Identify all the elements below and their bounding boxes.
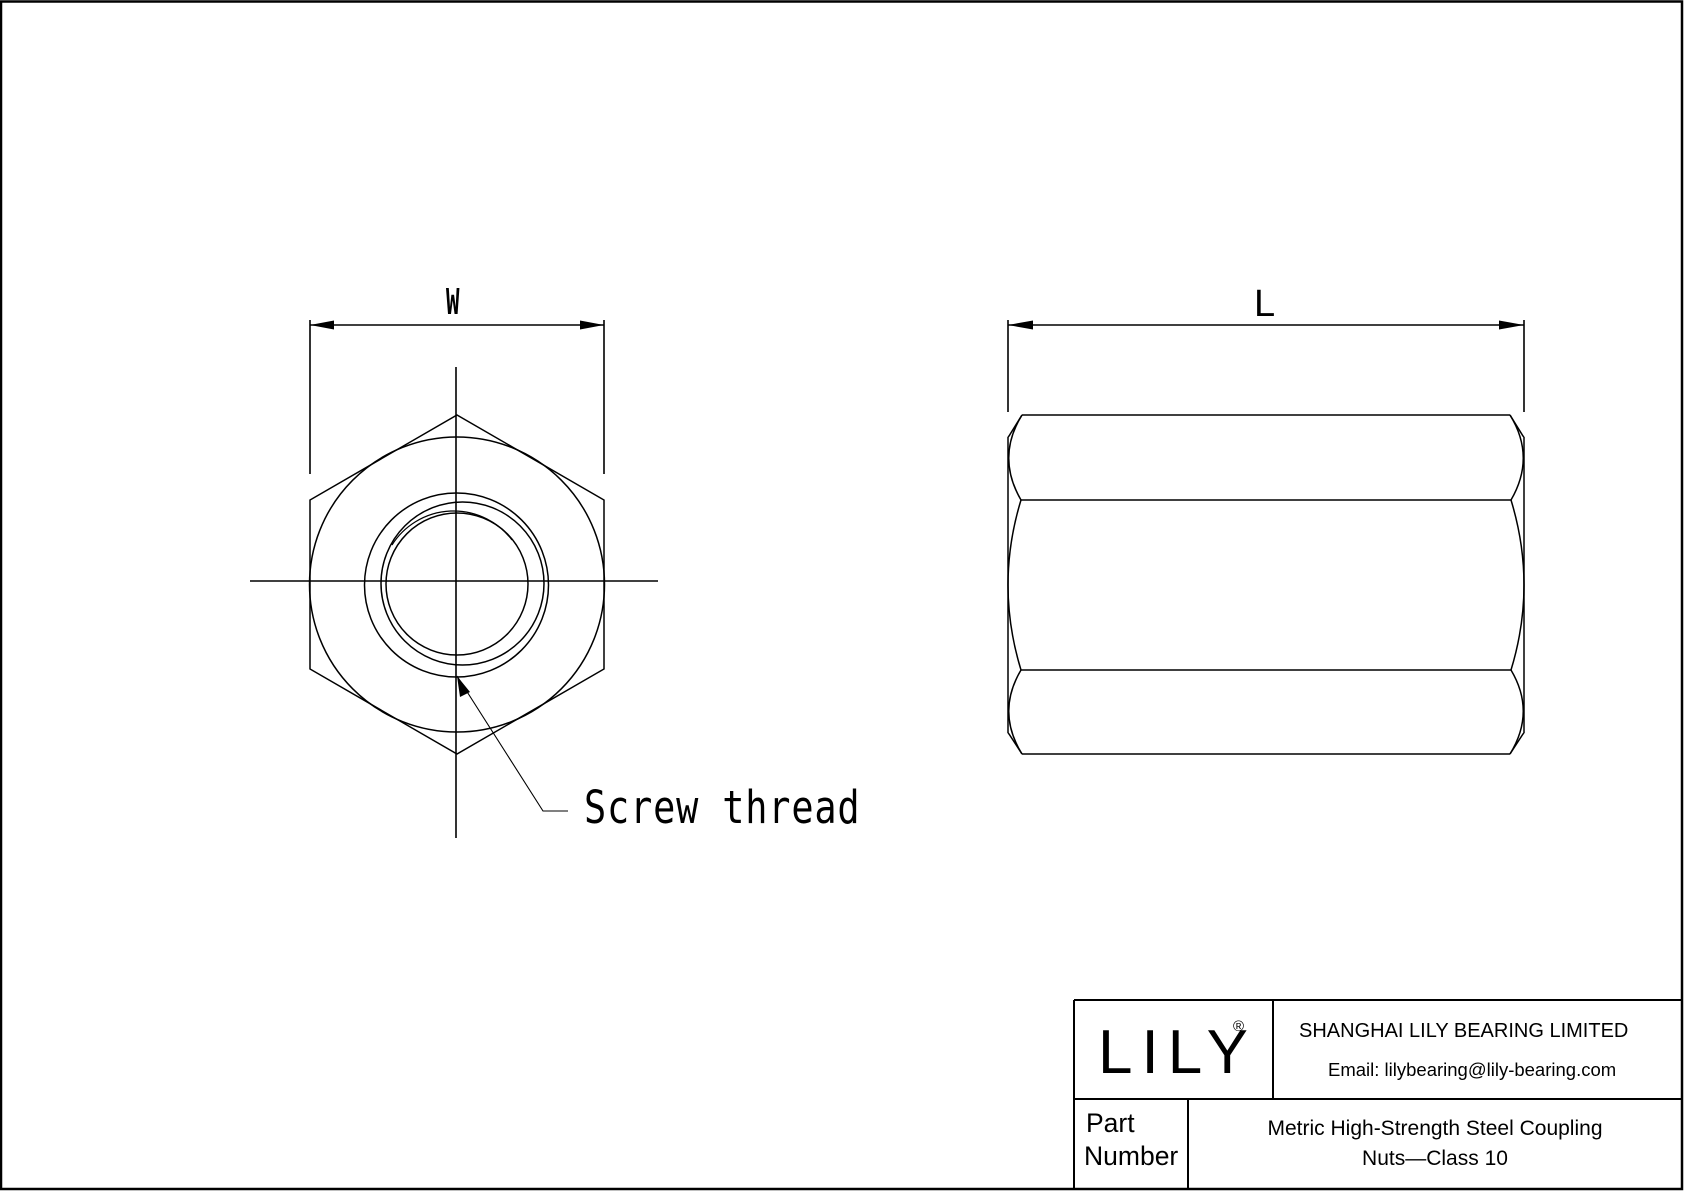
front-view	[250, 320, 658, 838]
company-name: SHANGHAI LILY BEARING LIMITED	[1299, 1020, 1629, 1042]
w-arrow-right-icon	[580, 320, 604, 330]
logo-text: LILY	[1098, 1018, 1257, 1087]
l-arrow-right-icon	[1499, 320, 1524, 330]
part-number-label-line2: Number	[1084, 1141, 1179, 1171]
thread-minor-circle	[385, 512, 529, 656]
width-dimension-label: W	[446, 282, 460, 323]
hex-outline	[309, 414, 605, 755]
left-arc-upper	[1008, 414, 1023, 501]
thread-major-circle	[380, 501, 545, 666]
chamfer-circle	[308, 436, 606, 733]
callout-leader	[456, 675, 568, 812]
part-number-label-line1: Part	[1086, 1108, 1135, 1138]
left-arc-lower	[1008, 669, 1023, 755]
screw-thread-callout: Screw thread	[584, 781, 861, 834]
part-name-value: Metric High-Strength Steel Coupling Nuts…	[1188, 1114, 1682, 1174]
part-name-line2: Nuts—Class 10	[1362, 1147, 1508, 1170]
part-name-line1: Metric High-Strength Steel Coupling	[1267, 1117, 1603, 1140]
length-dimension-label: L	[1254, 283, 1276, 325]
right-arc-upper	[1509, 414, 1524, 501]
registered-mark-icon: ®	[1233, 1018, 1245, 1035]
l-arrow-left-icon	[1008, 320, 1033, 330]
left-arc-middle	[1007, 499, 1022, 671]
w-arrow-left-icon	[310, 320, 334, 330]
company-logo: LILY	[1098, 1022, 1257, 1084]
company-email: Email: lilybearing@lily-bearing.com	[1328, 1059, 1617, 1080]
thread-arc	[391, 510, 513, 546]
side-view	[1007, 320, 1525, 755]
callout-arrow-icon	[457, 676, 470, 697]
right-arc-middle	[1510, 499, 1525, 671]
counterbore-circle	[363, 492, 550, 678]
right-arc-lower	[1509, 669, 1524, 755]
title-block-lines	[1073, 999, 1682, 1189]
